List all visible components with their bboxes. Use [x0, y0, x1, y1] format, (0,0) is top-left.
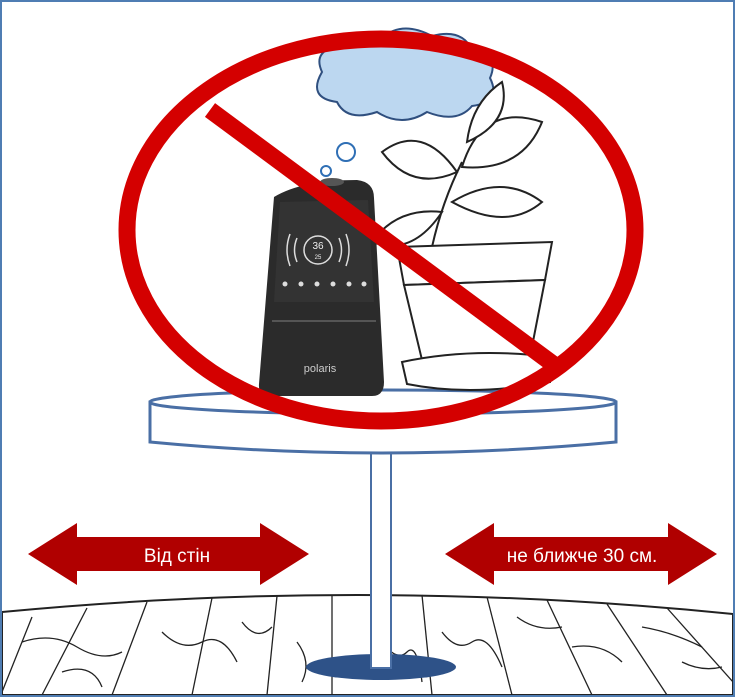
device-display-sub: 25	[315, 255, 322, 261]
table-leg	[371, 450, 391, 668]
humidifier-icon: 36 25 polaris	[259, 178, 384, 396]
device-display-value: 36	[312, 241, 324, 252]
device-brand-text: polaris	[304, 363, 337, 375]
wooden-floor	[2, 595, 733, 695]
left-arrow-label: Від стін	[97, 546, 257, 568]
right-arrow-label: не ближче 30 см.	[472, 546, 692, 568]
